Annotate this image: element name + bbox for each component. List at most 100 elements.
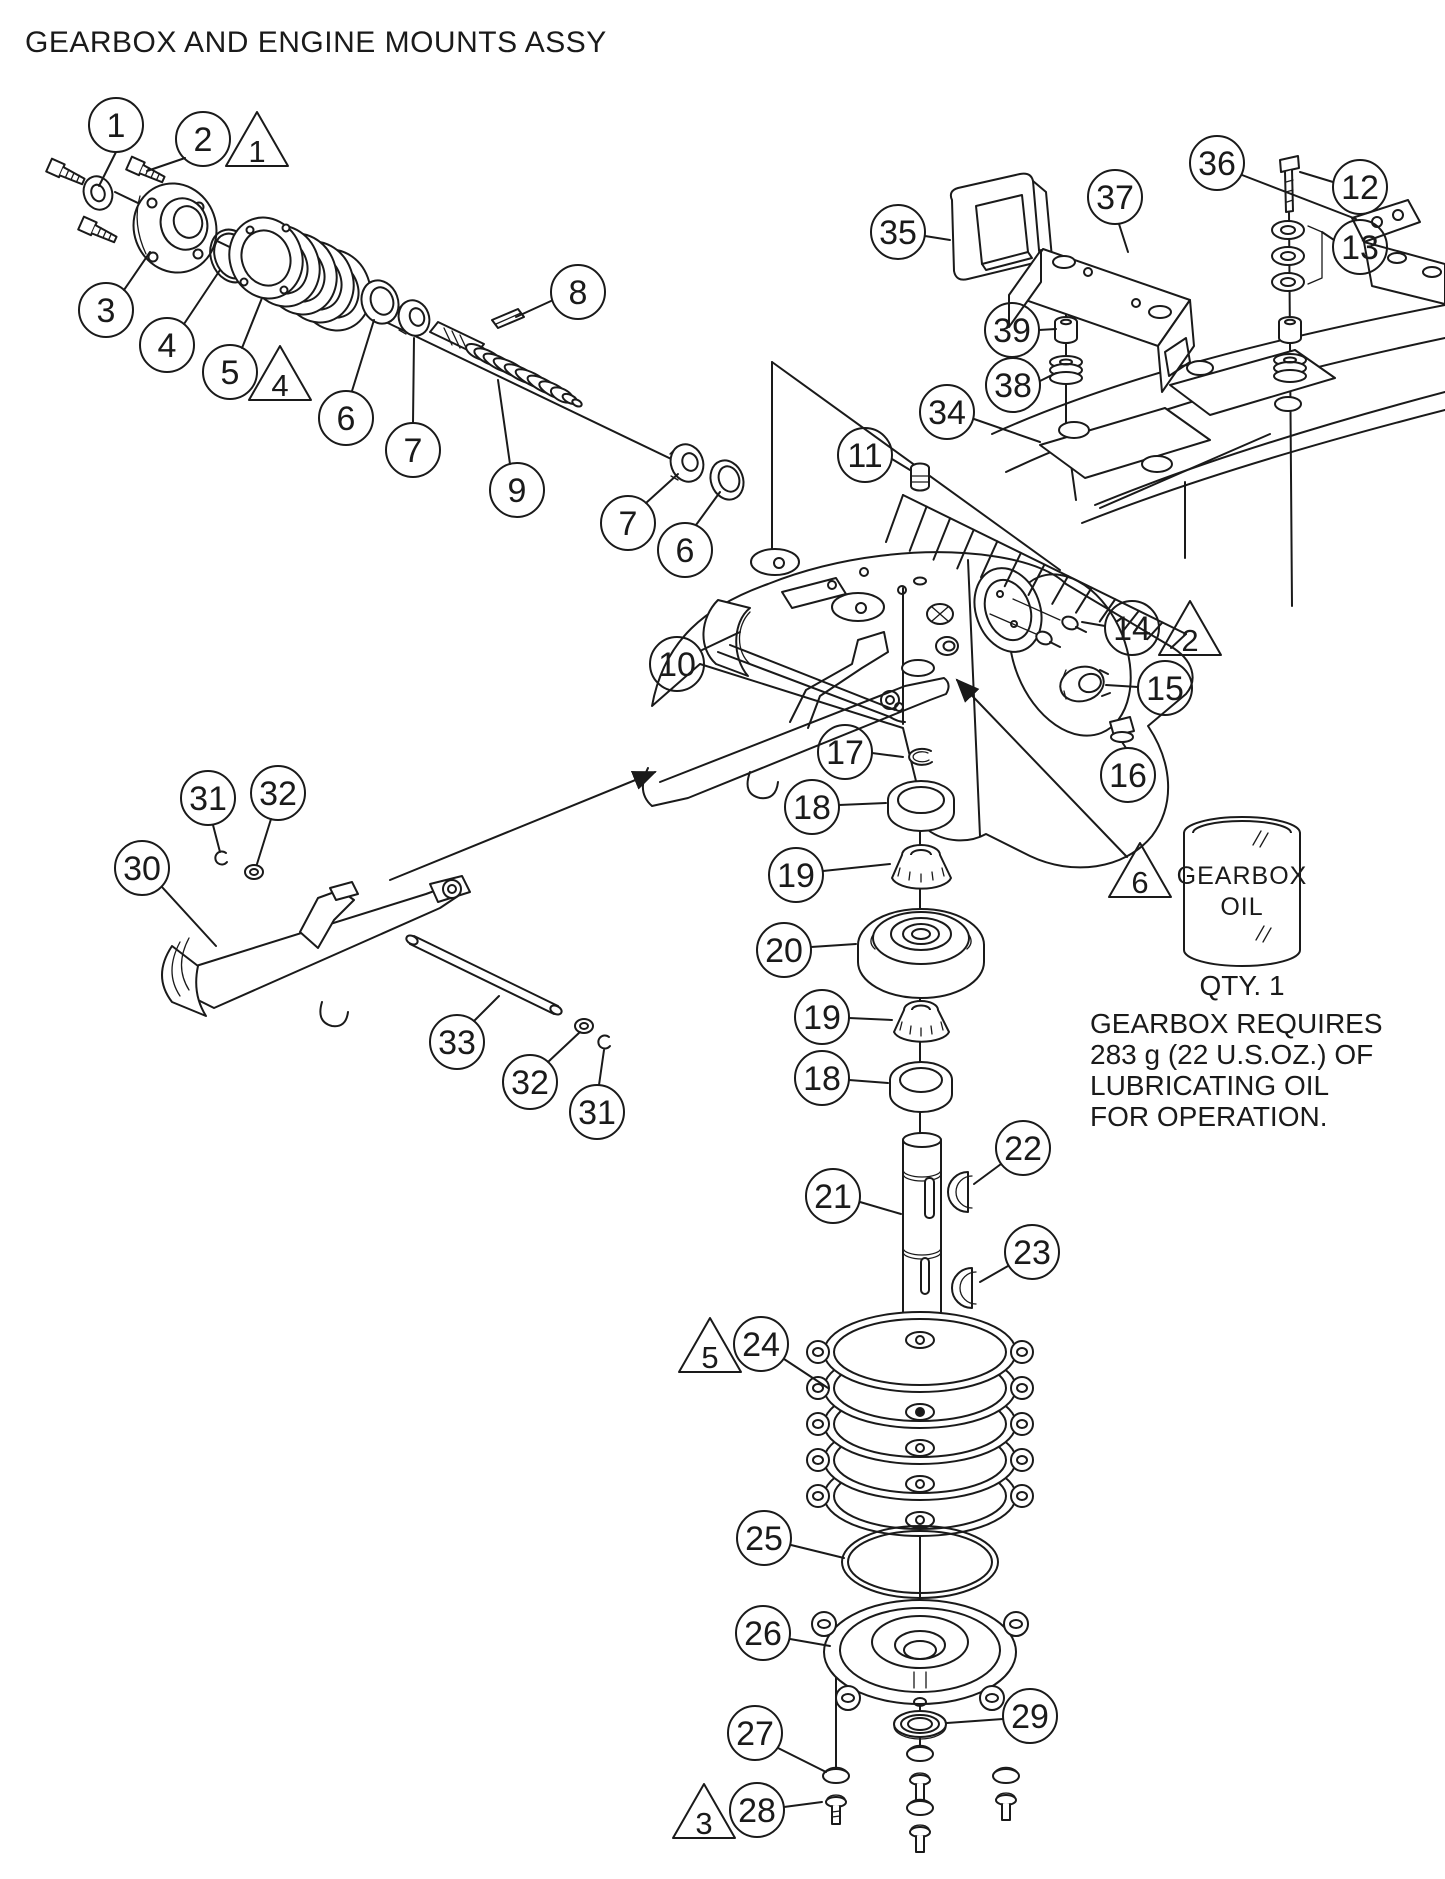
svg-text:3: 3 <box>97 292 116 330</box>
callout-25: 25 <box>736 1510 845 1566</box>
callout-7: 7 <box>600 473 679 551</box>
callout-5: 5 <box>202 297 263 400</box>
bearing-race-18b <box>889 1061 953 1113</box>
svg-text:29: 29 <box>1011 1698 1049 1736</box>
screw-28 <box>825 1794 847 1825</box>
svg-text:23: 23 <box>1013 1234 1051 1272</box>
seal-29 <box>893 1710 947 1740</box>
svg-text:19: 19 <box>803 999 841 1037</box>
callout-34: 34 <box>919 384 1041 443</box>
mount-spacer-39-right <box>1278 316 1302 344</box>
oil-can <box>1183 816 1301 967</box>
mount-rubber-38-left <box>1049 355 1083 385</box>
callout-18: 18 <box>794 1050 889 1106</box>
svg-text:5: 5 <box>701 1340 718 1375</box>
svg-text:25: 25 <box>745 1520 783 1558</box>
svg-text:10: 10 <box>658 646 696 684</box>
pointer-arrow <box>955 678 1128 858</box>
warning-triangle-4: 4 <box>248 345 312 403</box>
worm-shaft-9 <box>429 321 583 408</box>
plug-15 <box>1059 665 1111 703</box>
warning-triangle-1: 1 <box>225 111 289 169</box>
callout-7: 7 <box>385 337 441 478</box>
oil-can-qty: QTY. 1 <box>1199 970 1285 1001</box>
washer-27 <box>822 1766 850 1784</box>
note-line: LUBRICATING OIL <box>1090 1070 1330 1101</box>
svg-text:35: 35 <box>879 214 917 252</box>
callout-27: 27 <box>727 1705 827 1773</box>
svg-text:33: 33 <box>438 1024 476 1062</box>
svg-text:6: 6 <box>676 532 695 570</box>
svg-text:5: 5 <box>221 354 240 392</box>
cover-plate-26 <box>811 1599 1029 1711</box>
svg-text:36: 36 <box>1198 145 1236 183</box>
gear-20 <box>857 908 985 999</box>
svg-text:7: 7 <box>404 432 423 470</box>
callout-33: 33 <box>429 995 500 1070</box>
svg-text:4: 4 <box>271 368 288 403</box>
bolt-2b <box>125 155 166 184</box>
svg-text:6: 6 <box>337 400 356 438</box>
vent-plug-16 <box>1109 716 1135 743</box>
callout-9: 9 <box>489 379 545 518</box>
svg-text:1: 1 <box>107 107 126 145</box>
clutch-disc-stack-5 <box>228 216 372 332</box>
svg-text:2: 2 <box>1181 623 1198 658</box>
svg-text:30: 30 <box>123 850 161 888</box>
callout-13: 13 <box>1321 219 1388 275</box>
lubrication-note: GEARBOX REQUIRES 283 g (22 U.S.OZ.) OF L… <box>1090 1008 1383 1132</box>
callout-23: 23 <box>979 1224 1060 1283</box>
warning-triangle-5: 5 <box>678 1317 742 1375</box>
svg-text:26: 26 <box>744 1615 782 1653</box>
nut-7a <box>397 299 431 337</box>
rubber-block-35 <box>949 172 1053 281</box>
svg-text:7: 7 <box>619 505 638 543</box>
callout-38: 38 <box>985 357 1057 413</box>
callout-1: 1 <box>88 97 144 187</box>
callout-36: 36 <box>1189 135 1357 220</box>
svg-text:37: 37 <box>1096 179 1134 217</box>
wave-plate-stack-24 <box>806 1311 1034 1537</box>
callout-6: 6 <box>318 319 375 446</box>
callout-30: 30 <box>114 840 217 947</box>
svg-text:16: 16 <box>1109 757 1147 795</box>
shaft-21 <box>902 1132 942 1320</box>
callout-31: 31 <box>180 770 236 853</box>
callout-24: 24 <box>733 1316 829 1389</box>
callout-37: 37 <box>1087 169 1143 253</box>
screws-14 <box>989 598 1087 648</box>
callout-29: 29 <box>946 1688 1058 1744</box>
cone-bearing-19a <box>891 844 952 890</box>
callout-2: 2 <box>146 111 231 172</box>
callout-10: 10 <box>649 631 741 692</box>
pointer-arrows <box>389 678 1128 881</box>
svg-text:31: 31 <box>578 1094 616 1132</box>
washer-screw-right <box>992 1766 1020 1821</box>
svg-text:6: 6 <box>1131 865 1148 900</box>
callout-18: 18 <box>784 779 887 835</box>
mount-plate-right <box>1169 349 1336 416</box>
callout-39: 39 <box>984 302 1057 358</box>
callout-15: 15 <box>1105 660 1193 716</box>
svg-text:4: 4 <box>158 327 177 365</box>
callout-35: 35 <box>870 204 951 260</box>
warning-triangle-3: 3 <box>672 1783 736 1841</box>
svg-text:18: 18 <box>803 1060 841 1098</box>
callout-28: 28 <box>729 1782 823 1838</box>
svg-text:1: 1 <box>248 134 265 169</box>
ring-6a <box>360 279 400 325</box>
svg-text:31: 31 <box>189 780 227 818</box>
note-line: FOR OPERATION. <box>1090 1101 1328 1132</box>
bolt-2c <box>77 215 118 244</box>
bearing-flange-3 <box>132 182 218 274</box>
svg-text:19: 19 <box>777 857 815 895</box>
svg-text:39: 39 <box>993 312 1031 350</box>
mount-plate-left <box>1039 407 1211 479</box>
svg-text:32: 32 <box>259 775 297 813</box>
svg-text:17: 17 <box>826 734 864 772</box>
note-line: GEARBOX REQUIRES <box>1090 1008 1383 1039</box>
svg-text:14: 14 <box>1113 610 1151 648</box>
svg-text:21: 21 <box>814 1178 852 1216</box>
ring-31b <box>597 1034 611 1050</box>
nut-7b <box>669 443 705 483</box>
